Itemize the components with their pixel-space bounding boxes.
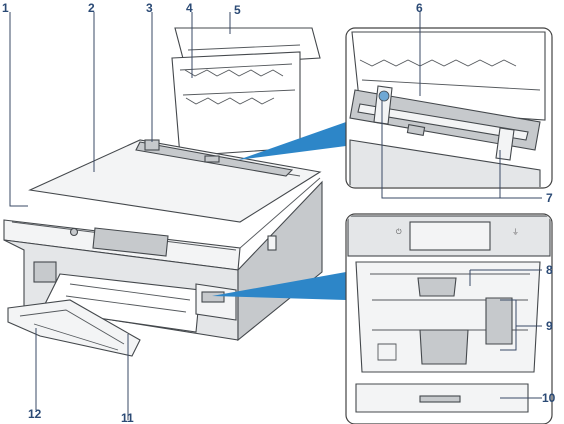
feed-slot bbox=[357, 103, 529, 141]
touch-screen bbox=[92, 227, 169, 257]
callout-4: 4 bbox=[186, 1, 193, 15]
callout-1: 1 bbox=[2, 1, 9, 15]
printer-top-lid bbox=[28, 139, 322, 223]
callout-labels: 1 2 3 4 5 6 7 8 9 10 11 12 bbox=[2, 1, 556, 424]
power-button bbox=[69, 227, 79, 237]
callout-5: 5 bbox=[234, 3, 241, 17]
callout-10: 10 bbox=[542, 391, 556, 405]
cassette-inset: ⏻ ⏚ bbox=[345, 213, 553, 424]
printer-side bbox=[237, 180, 323, 342]
callout-12: 12 bbox=[28, 407, 42, 421]
printer-illustration bbox=[3, 27, 323, 357]
callout-6: 6 bbox=[416, 1, 423, 15]
callout-11: 11 bbox=[121, 411, 134, 424]
rear-tray-inset bbox=[345, 27, 553, 189]
card-slot bbox=[33, 261, 57, 283]
network-icon: ⏚ bbox=[512, 228, 519, 236]
paper-guide-tab bbox=[204, 155, 220, 163]
callout-7: 7 bbox=[546, 191, 553, 205]
paper-support bbox=[171, 51, 301, 157]
paper-guide-side bbox=[485, 297, 513, 345]
pointer-ray-top bbox=[238, 122, 346, 160]
paper-guide-front bbox=[417, 277, 457, 297]
output-tray-extension bbox=[7, 299, 141, 357]
callout-8: 8 bbox=[546, 263, 553, 277]
callout-9: 9 bbox=[546, 319, 553, 333]
callout-2: 2 bbox=[88, 1, 95, 15]
callout-3: 3 bbox=[146, 1, 153, 15]
pointer-ray-bottom bbox=[212, 272, 346, 300]
leader-lines bbox=[9, 12, 542, 420]
power-icon: ⏻ bbox=[396, 228, 402, 236]
